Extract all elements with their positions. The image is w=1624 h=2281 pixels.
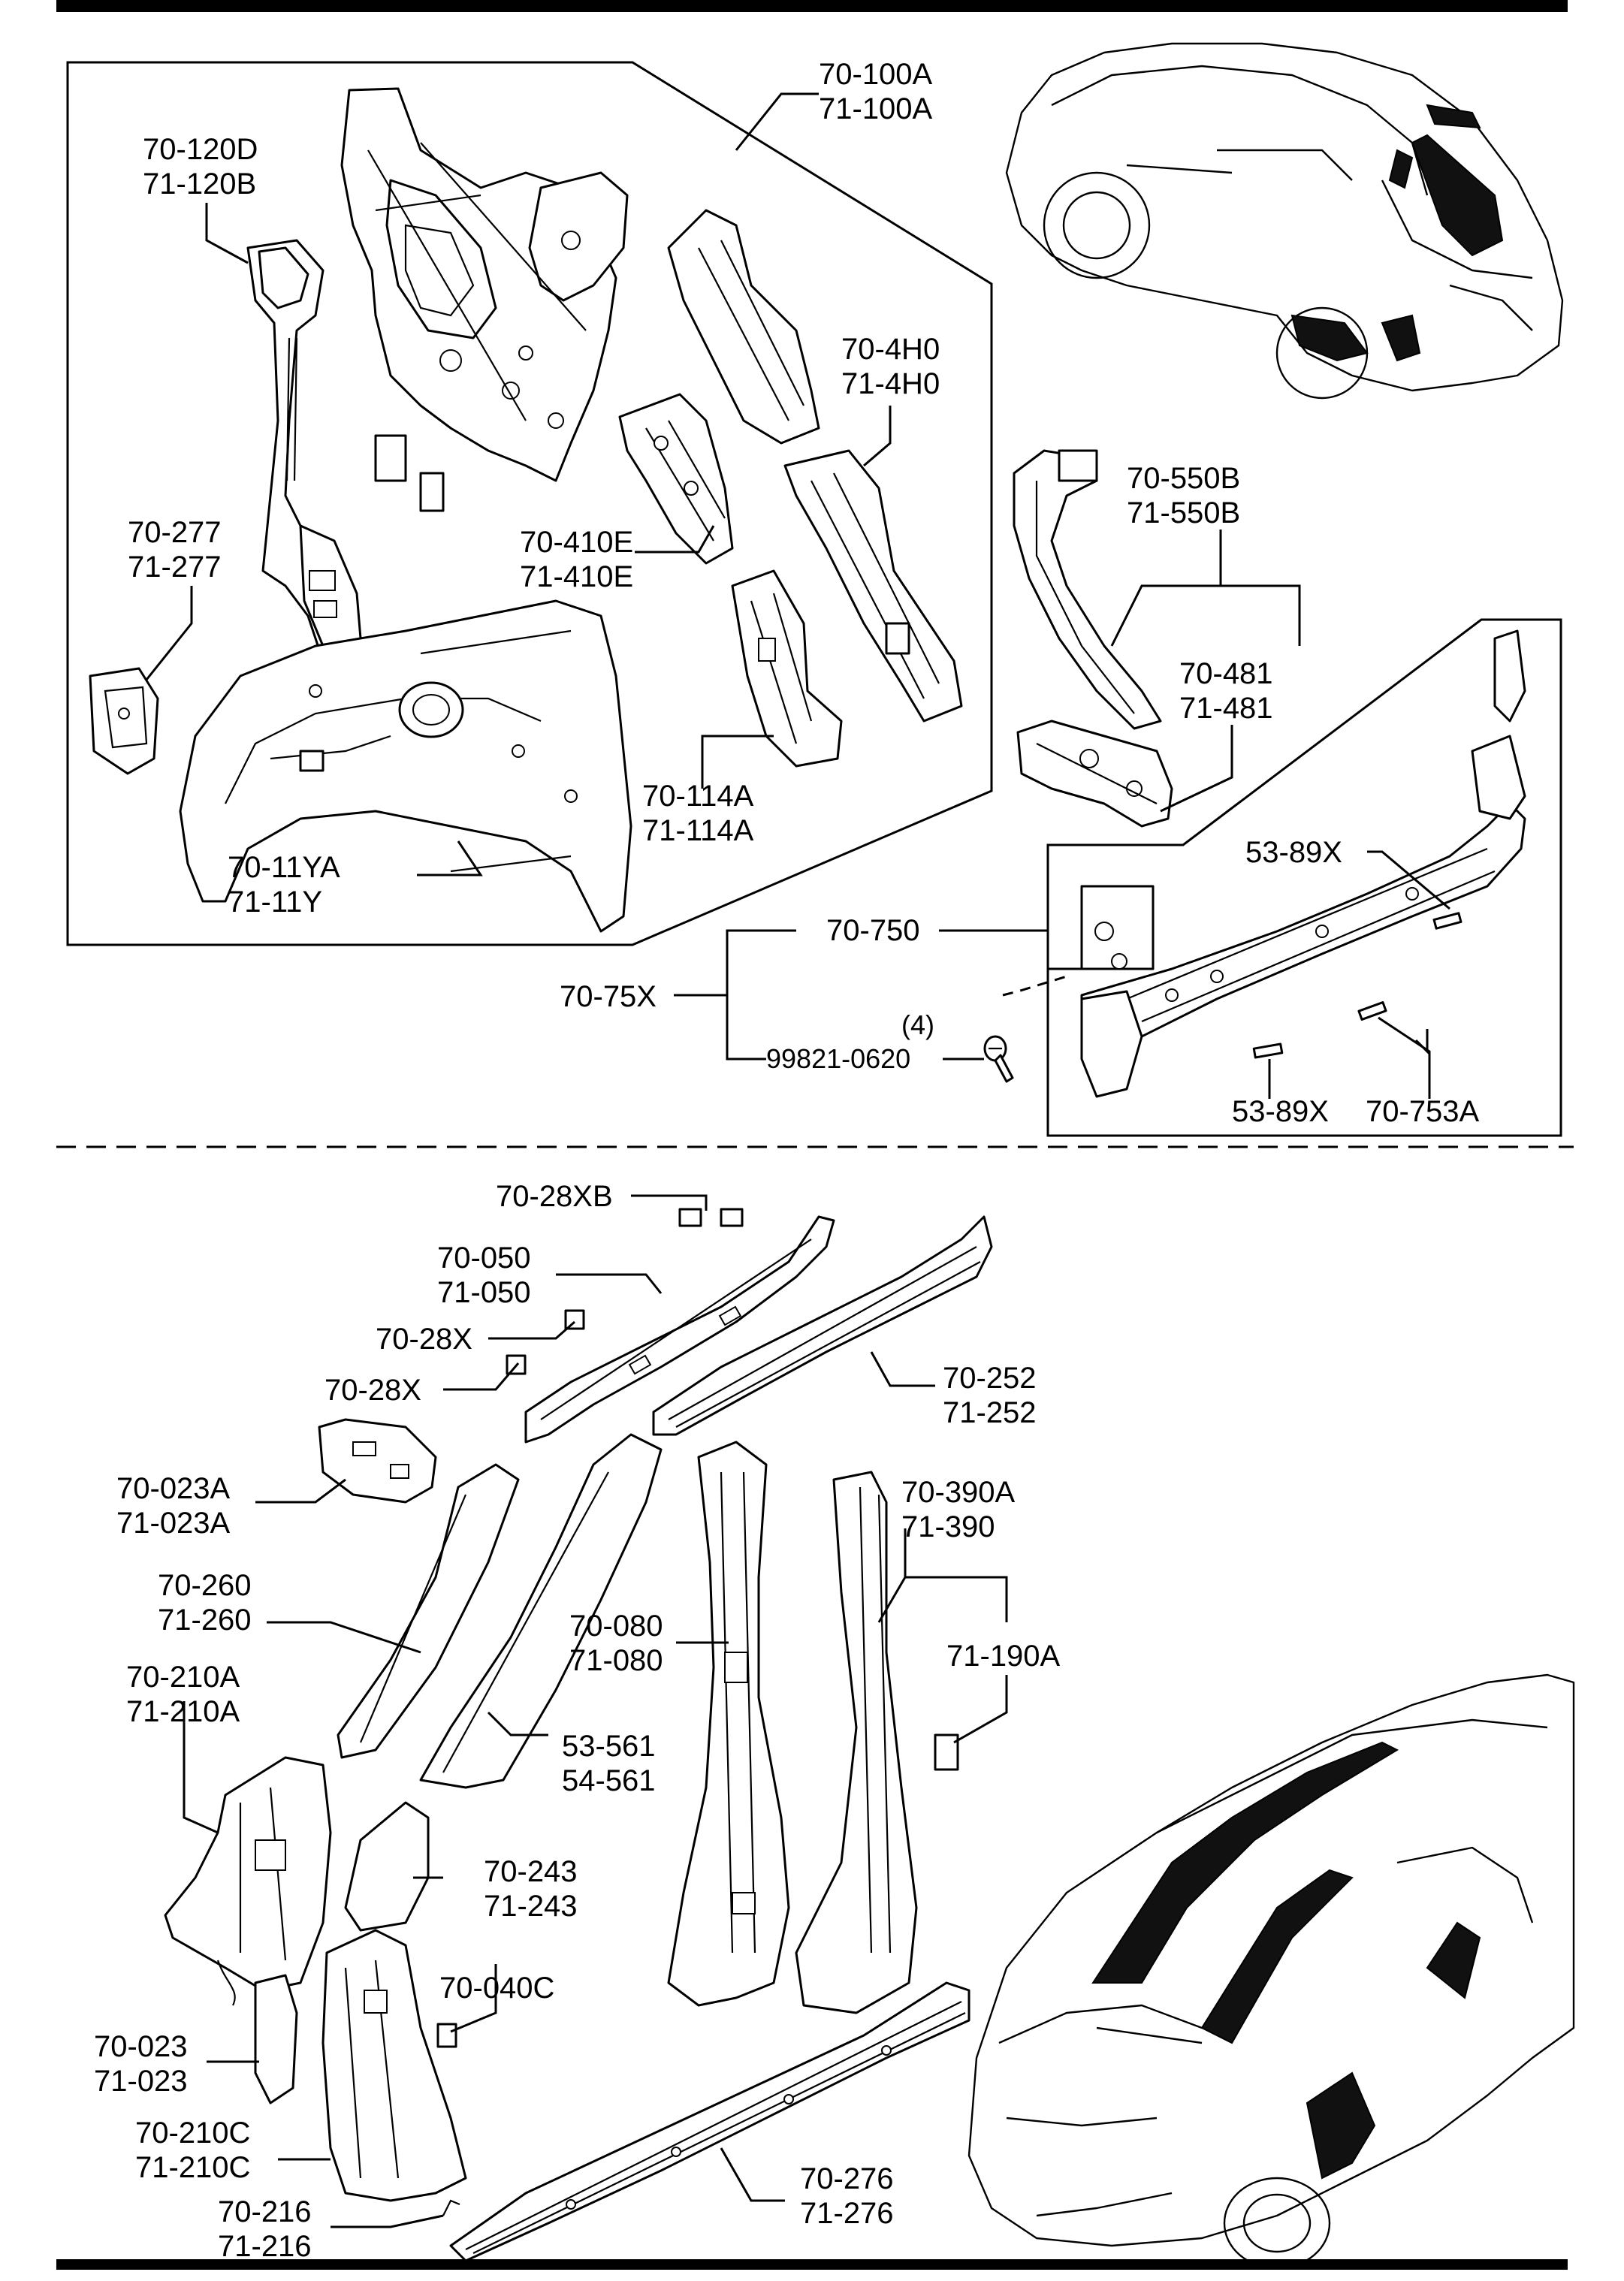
wheelhouse-part — [179, 599, 632, 933]
label-roof-arch-561-1: 53-561 — [562, 1730, 656, 1763]
label-clip-216-2: 71-216 — [218, 2230, 312, 2263]
end-481-part — [1016, 720, 1173, 828]
label-bracket-28xb: 70-28XB — [496, 1180, 613, 1213]
reinf-410e-part — [618, 393, 734, 565]
clip-216-part — [442, 2199, 460, 2216]
label-hinge-023a-2: 71-023A — [116, 1507, 231, 1540]
b-pillar-080-part — [667, 1441, 790, 2007]
label-bracket-28x-a: 70-28X — [376, 1323, 472, 1356]
label-gusset-277-1: 70-277 — [128, 516, 222, 549]
label-end-panel: 70-750 — [826, 914, 920, 947]
pillar-reinf-260-part — [337, 1463, 520, 1759]
bracket-040c-part — [436, 2023, 457, 2048]
label-gusset-243-1: 70-243 — [484, 1855, 578, 1888]
upper-pillar-part — [246, 239, 362, 662]
roof-arch-561-part — [419, 1433, 663, 1789]
label-sill-276-1: 70-276 — [800, 2162, 894, 2195]
label-hinge-023-2: 71-023 — [94, 2065, 188, 2098]
label-bracket-28x-b: 70-28X — [324, 1374, 421, 1407]
rail-550b-part — [1013, 449, 1162, 730]
label-rail-550b-1: 70-550B — [1127, 462, 1240, 495]
label-bolt: 99821-0620 — [766, 1043, 910, 1074]
inner-reinf-4h0-part — [667, 209, 963, 723]
roof-rail-inner-part — [652, 1215, 993, 1436]
front-view-car-illustration — [967, 1673, 1575, 2270]
bracket-28x-parts — [506, 1208, 744, 1375]
label-reinf-410e-2: 71-410E — [520, 560, 633, 593]
label-hinge-023a-1: 70-023A — [116, 1472, 231, 1505]
label-wheelhouse-2: 71-11Y — [228, 886, 322, 919]
label-brace-114a-2: 71-114A — [642, 814, 754, 847]
clip-89x-parts — [1252, 912, 1463, 1059]
label-bolt-qty: (4) — [901, 1009, 934, 1040]
label-a-pillar-210c-2: 71-210C — [135, 2151, 250, 2184]
label-brace-114a-1: 70-114A — [642, 780, 754, 813]
rear-view-car-illustration — [1005, 42, 1564, 400]
gusset-277-part — [89, 667, 159, 775]
label-gusset-277-2: 71-277 — [128, 551, 222, 584]
rear-end-group-frame — [1046, 618, 1562, 1137]
roof-rail-outer-part — [524, 1215, 835, 1444]
label-reinf-410e-1: 70-410E — [520, 526, 633, 559]
label-hinge-023-1: 70-023 — [94, 2030, 188, 2063]
gusset-243-part — [344, 1801, 430, 1932]
label-upper-frame-top-2: 71-100A — [819, 92, 933, 125]
label-clip-216-1: 70-216 — [218, 2195, 312, 2228]
label-sill-276-2: 71-276 — [800, 2197, 894, 2230]
label-inner-4h0-1: 70-4H0 — [841, 333, 940, 366]
callout-labels: 70-100A 71-100A 70-120D 71-120B 70-4H0 7… — [94, 58, 1480, 2263]
label-a-pillar-210c-1: 70-210C — [135, 2117, 250, 2150]
label-clip-bottom: 53-89X — [1232, 1095, 1329, 1128]
label-roof-rail-outer-2: 71-050 — [437, 1276, 531, 1309]
sill-276-part — [449, 1981, 970, 2262]
brace-114a-part — [731, 569, 843, 768]
plate-190a-part — [934, 1733, 959, 1771]
rear-end-panel-part — [1080, 629, 1526, 1098]
bottom-rule — [56, 2259, 1568, 2270]
upper-group-frame — [66, 61, 993, 946]
hinge-023a-part — [318, 1418, 437, 1504]
label-upper-pillar-1: 70-120D — [143, 133, 258, 166]
rear-pillar-390a-part — [795, 1471, 918, 2014]
leader-lines — [145, 92, 1450, 2228]
label-rear-pillar-390a-1: 70-390A — [901, 1476, 1016, 1509]
label-upper-pillar-2: 71-120B — [143, 167, 256, 201]
label-roof-rail-inner-1: 70-252 — [943, 1362, 1037, 1395]
label-end-assy: 70-75X — [560, 980, 657, 1013]
label-b-pillar-080-2: 71-080 — [569, 1644, 663, 1677]
label-rail-550b-2: 71-550B — [1127, 496, 1240, 530]
label-pillar-reinf-260-2: 71-260 — [158, 1604, 252, 1637]
label-upper-frame-top-1: 70-100A — [819, 58, 933, 91]
a-pillar-210a-part — [164, 1756, 332, 2006]
label-b-pillar-080-1: 70-080 — [569, 1610, 663, 1643]
quarter-inner-upper-part — [340, 87, 629, 512]
label-a-pillar-210a-1: 70-210A — [126, 1661, 240, 1694]
label-end-481-1: 70-481 — [1179, 657, 1273, 690]
top-rule — [56, 0, 1568, 12]
label-roof-rail-outer-1: 70-050 — [437, 1242, 531, 1275]
label-end-481-2: 71-481 — [1179, 692, 1273, 725]
label-bracket-040c: 70-040C — [439, 1972, 554, 2005]
label-inner-4h0-2: 71-4H0 — [841, 367, 940, 400]
label-roof-rail-inner-2: 71-252 — [943, 1396, 1037, 1429]
label-clip-top: 53-89X — [1245, 836, 1342, 869]
label-rear-pillar-390a-2: 71-390 — [901, 1510, 995, 1543]
a-pillar-210c-part — [321, 1929, 467, 2202]
label-roof-arch-561-2: 54-561 — [562, 1764, 656, 1797]
label-wheelhouse-1: 70-11YA — [228, 851, 340, 884]
hinge-023-part — [254, 1974, 298, 2104]
bolt-part — [983, 1035, 1014, 1083]
label-bracket-753a: 70-753A — [1366, 1095, 1480, 1128]
label-gusset-243-2: 71-243 — [484, 1890, 578, 1923]
label-pillar-reinf-260-1: 70-260 — [158, 1569, 252, 1602]
label-plate-190a: 71-190A — [946, 1640, 1061, 1673]
label-a-pillar-210a-2: 71-210A — [126, 1695, 240, 1728]
